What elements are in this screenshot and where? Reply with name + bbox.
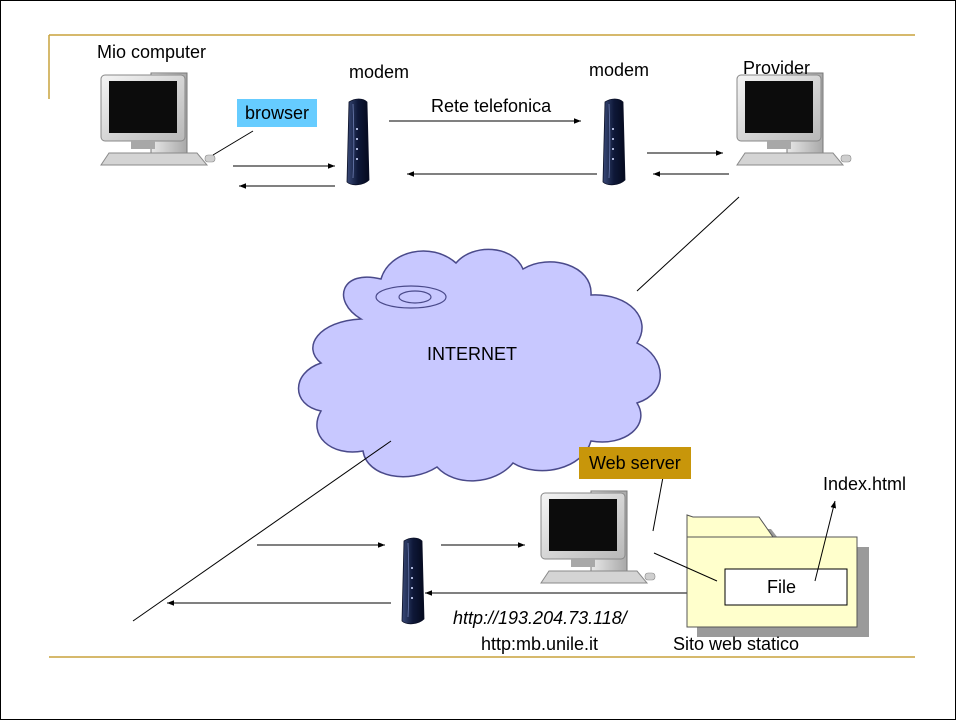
web-server-label: Web server [579,447,691,479]
my-computer-icon [100,72,216,166]
modem-left-icon [346,98,370,186]
file-box [724,568,848,606]
modem-left-label: modem [349,62,410,82]
rete-telefonica-label: Rete telefonica [431,96,552,116]
provider-computer-icon [736,72,852,166]
browser-label: browser [237,99,318,127]
domain-url-label: http:mb.unile.it [481,634,599,654]
file-label: File [767,577,797,597]
modem-right-label: modem [589,60,650,80]
provider-internet-line [636,196,740,292]
index-html-label: Index.html [823,474,907,494]
file-to-index-arrow [814,500,837,582]
ip-url-label: http://193.204.73.118/ [453,608,627,628]
my-computer-label: Mio computer [97,42,207,62]
internet-link-line [132,440,392,622]
internet-label: INTERNET [427,344,517,364]
browser-pointer-line [212,130,254,156]
web-server-computer-icon [540,490,656,584]
modem-right-icon [602,98,626,186]
internet-cloud-icon [297,248,661,482]
static-site-label: Sito web statico [673,634,800,654]
server-to-file-line [653,552,718,582]
webserver-pointer-line [652,476,664,532]
modem-server-icon [401,537,425,625]
provider-label: Provider [743,58,811,78]
